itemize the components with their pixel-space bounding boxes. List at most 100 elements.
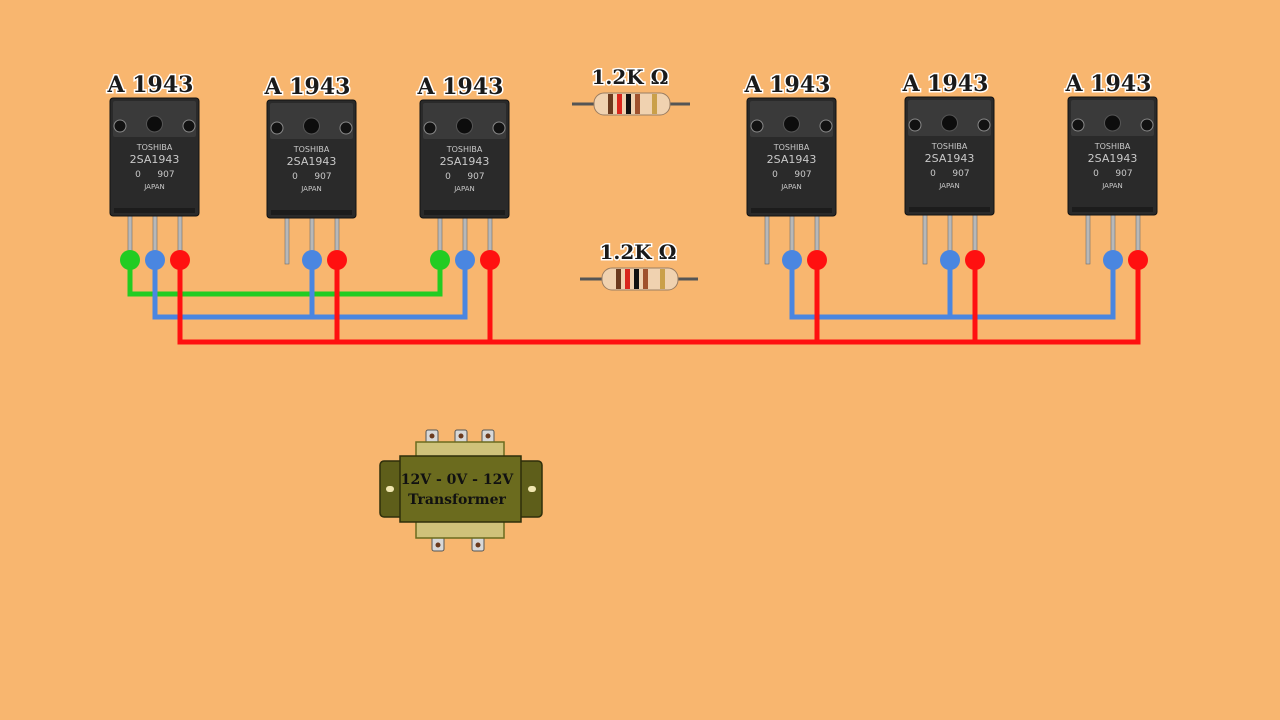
notch-left xyxy=(1071,118,1085,132)
notch-right xyxy=(819,119,833,133)
body-base xyxy=(751,208,832,213)
resistors-layer: 1.2K Ω 1.2K Ω xyxy=(572,64,698,291)
brand-text: TOSHIBA xyxy=(931,142,968,151)
resistor-band xyxy=(626,94,631,114)
notch-left xyxy=(908,118,922,132)
red-pin-dot xyxy=(1128,250,1148,270)
body-base xyxy=(271,210,352,215)
red-pin-dot xyxy=(965,250,985,270)
resistor: 1.2K Ω xyxy=(572,64,690,116)
transistor-label: A 1943 xyxy=(902,71,989,97)
country-text: JAPAN xyxy=(300,185,322,193)
transistor-label: A 1943 xyxy=(264,74,351,100)
mounting-hole xyxy=(1104,114,1121,132)
country-text: JAPAN xyxy=(143,183,165,191)
transistor-label: A 1943 xyxy=(744,72,831,98)
resistor-body xyxy=(601,267,679,291)
lot-code-right: 907 xyxy=(1115,169,1132,179)
lot-code-left: 0 xyxy=(135,170,141,180)
resistor-band xyxy=(625,269,630,289)
green-pin-dot xyxy=(430,250,450,270)
blue-pin-dot xyxy=(782,250,802,270)
transformer-name-label: Transformer xyxy=(408,492,506,508)
resistor-label: 1.2K Ω xyxy=(600,240,677,264)
brand-text: TOSHIBA xyxy=(773,143,810,152)
resistor-label: 1.2K Ω xyxy=(592,65,669,89)
body-base xyxy=(424,210,505,215)
mounting-hole xyxy=(941,114,958,132)
part-number-text: 2SA1943 xyxy=(287,155,337,168)
transistor-leg xyxy=(764,211,770,265)
blue-pin-dot xyxy=(1103,250,1123,270)
country-text: JAPAN xyxy=(938,182,960,190)
red-pin-dot xyxy=(327,250,347,270)
lot-code-left: 0 xyxy=(292,172,298,182)
body-base xyxy=(1072,207,1153,212)
notch-left xyxy=(113,119,127,133)
red-pin-dot xyxy=(807,250,827,270)
resistor-band xyxy=(608,94,613,114)
transformer-voltage-label: 12V - 0V - 12V xyxy=(401,472,515,488)
country-text: JAPAN xyxy=(1101,182,1123,190)
notch-right xyxy=(339,121,353,135)
brand-text: TOSHIBA xyxy=(136,143,173,152)
part-number-text: 2SA1943 xyxy=(767,153,817,166)
transistor-leg xyxy=(1085,210,1091,265)
notch-right xyxy=(182,119,196,133)
transformer: 12V - 0V - 12V Transformer xyxy=(379,429,543,552)
red-wire xyxy=(177,260,1141,345)
lot-code-left: 0 xyxy=(772,170,778,180)
terminal-hole xyxy=(485,433,491,439)
brand-text: TOSHIBA xyxy=(1094,142,1131,151)
mounting-hole xyxy=(783,115,800,133)
mount-slot-right xyxy=(528,486,536,492)
red-pin-dot xyxy=(170,250,190,270)
body-base xyxy=(114,208,195,213)
lot-code-right: 907 xyxy=(467,172,484,182)
lot-code-right: 907 xyxy=(314,172,331,182)
lot-code-right: 907 xyxy=(157,170,174,180)
transistor-leg xyxy=(922,210,928,265)
notch-left xyxy=(270,121,284,135)
brand-text: TOSHIBA xyxy=(293,145,330,154)
notch-right xyxy=(492,121,506,135)
pin-dots-layer xyxy=(120,250,1148,270)
blue-pin-dot xyxy=(940,250,960,270)
resistor-band xyxy=(634,269,639,289)
resistor-body xyxy=(593,92,671,116)
resistor-band xyxy=(617,94,622,114)
resistor-band xyxy=(616,269,621,289)
country-text: JAPAN xyxy=(780,183,802,191)
resistor: 1.2K Ω xyxy=(580,239,698,291)
red-pin-dot xyxy=(480,250,500,270)
resistor-band xyxy=(635,94,640,114)
mounting-hole xyxy=(303,117,320,135)
mount-slot-left xyxy=(386,486,394,492)
mounting-hole xyxy=(146,115,163,133)
lot-code-left: 0 xyxy=(445,172,451,182)
lot-code-left: 0 xyxy=(930,169,936,179)
brand-text: TOSHIBA xyxy=(446,145,483,154)
green-pin-dot xyxy=(120,250,140,270)
transistor-leg xyxy=(284,213,290,265)
transistor-label: A 1943 xyxy=(1065,71,1152,97)
lot-code-right: 907 xyxy=(794,170,811,180)
blue-pin-dot xyxy=(145,250,165,270)
country-text: JAPAN xyxy=(453,185,475,193)
terminal-hole xyxy=(435,542,441,548)
part-number-text: 2SA1943 xyxy=(1088,152,1138,165)
blue-pin-dot xyxy=(302,250,322,270)
body-base xyxy=(909,207,990,212)
lot-code-right: 907 xyxy=(952,169,969,179)
blue-pin-dot xyxy=(455,250,475,270)
resistor-band xyxy=(652,94,657,114)
part-number-text: 2SA1943 xyxy=(925,152,975,165)
